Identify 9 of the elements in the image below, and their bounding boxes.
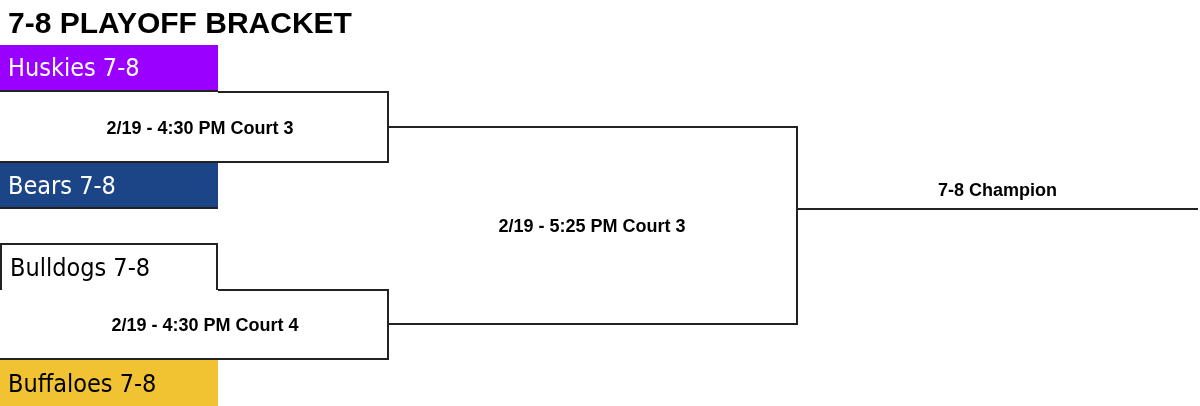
game-label: 2/19 - 5:25 PM Court 3 (498, 215, 686, 237)
team-box: Bulldogs 7-8 (0, 243, 218, 290)
game-label: 2/19 - 4:30 PM Court 4 (111, 314, 299, 336)
champion-line: 7-8 Champion (797, 180, 1198, 210)
title: 7-8 PLAYOFF BRACKET (8, 6, 352, 40)
game-label: 2/19 - 4:30 PM Court 3 (106, 117, 294, 139)
team-box: Bears 7-8 (0, 161, 218, 209)
team-box: Buffaloes 7-8 (0, 358, 218, 406)
team-box: Huskies 7-8 (0, 45, 218, 92)
